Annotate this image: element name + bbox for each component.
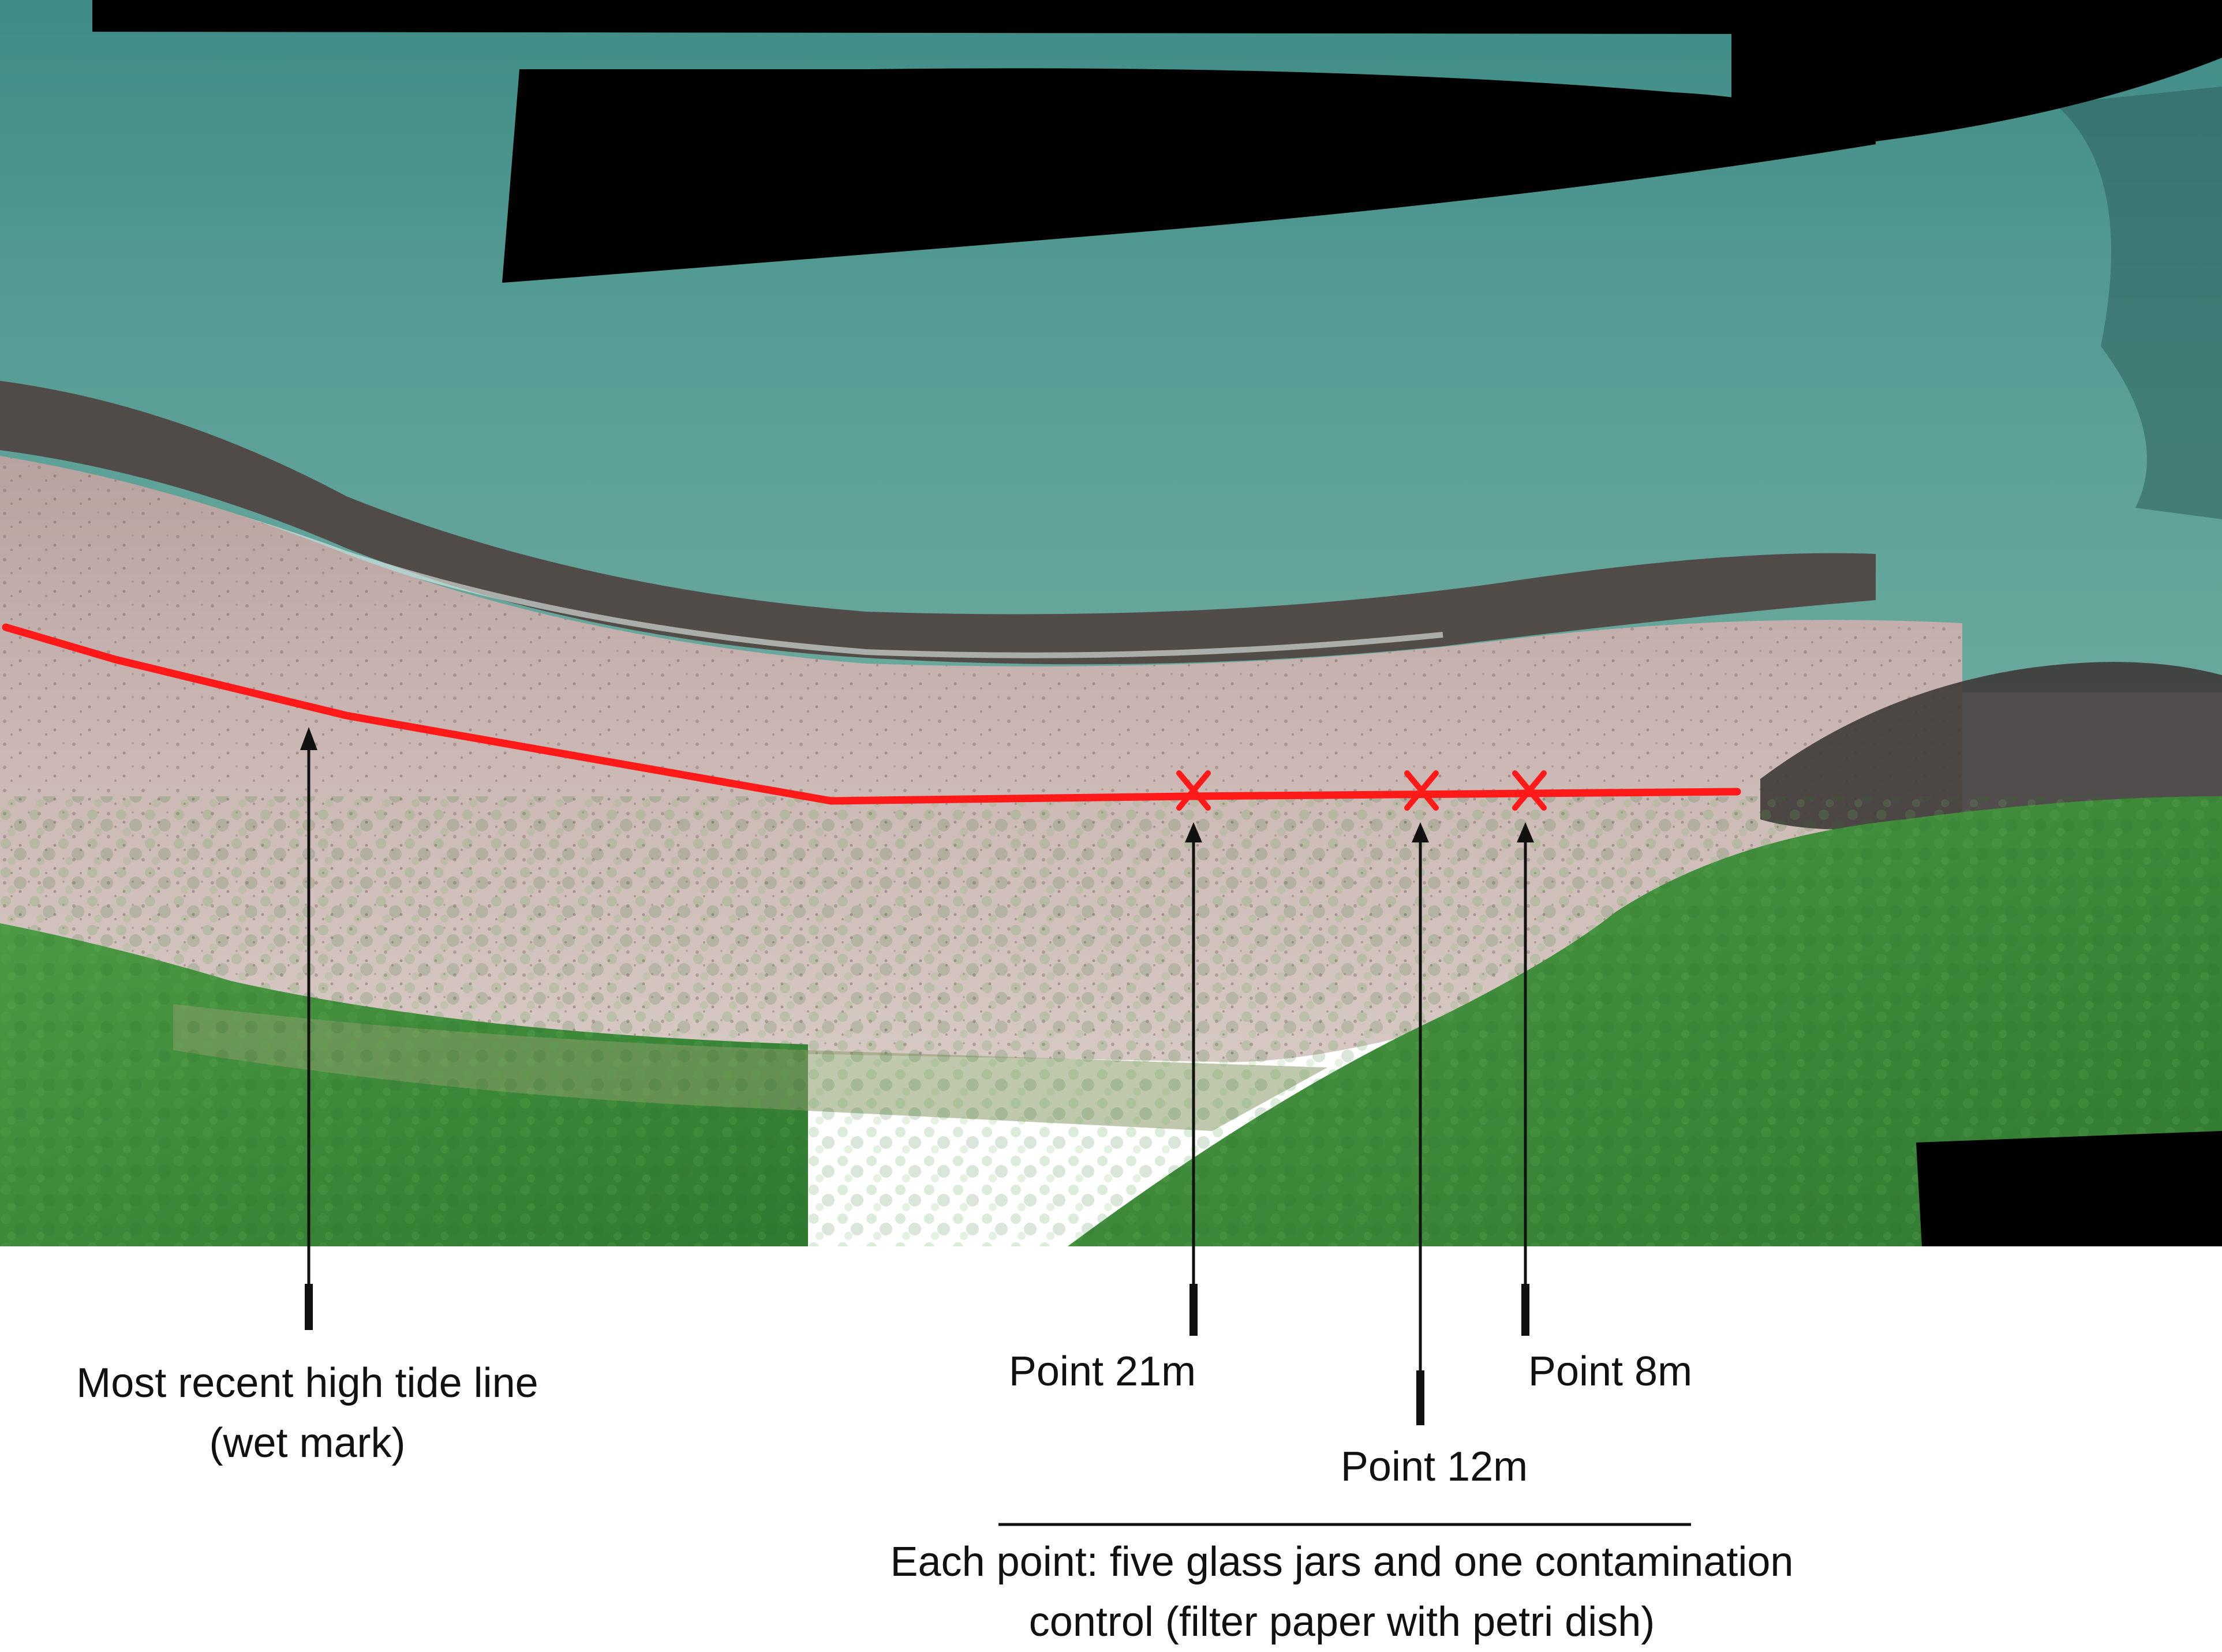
arrow-point-21m <box>1185 822 1202 1336</box>
caption-line1: Each point: five glass jars and one cont… <box>890 1539 1794 1585</box>
marker-point-12m <box>1404 770 1439 811</box>
point-8m-label: Point 8m <box>1528 1348 1693 1395</box>
rocky-outcrop <box>1760 662 2222 830</box>
marker-point-8m <box>1512 770 1547 811</box>
mask-top-left-strip <box>92 0 2222 35</box>
high-tide-label: Most recent high tide line (wet mark) <box>35 1353 580 1473</box>
marker-point-21m <box>1176 770 1211 811</box>
arrow-high-tide <box>300 727 317 1330</box>
sampling-caption: Each point: five glass jars and one cont… <box>808 1532 1876 1652</box>
arrow-point-12m <box>1412 822 1429 1425</box>
mask-bottom-right <box>1916 1131 2222 1246</box>
point-21m-label: Point 21m <box>1008 1348 1196 1395</box>
high-tide-label-line1: Most recent high tide line <box>76 1360 538 1406</box>
annotation-area <box>0 1246 2222 1651</box>
high-tide-line <box>2 623 1741 805</box>
arrow-point-8m <box>1517 822 1534 1336</box>
mask-top-right <box>1731 0 2222 141</box>
sea-deep-patch <box>2055 87 2222 519</box>
seaweed-band <box>0 381 1876 665</box>
mask-top-center <box>502 68 1876 283</box>
caption-line2: control (filter paper with petri dish) <box>1028 1599 1655 1645</box>
point-12m-label: Point 12m <box>1340 1444 1528 1490</box>
vegetation-texture <box>0 796 2222 1246</box>
high-tide-label-line2: (wet mark) <box>209 1420 406 1466</box>
